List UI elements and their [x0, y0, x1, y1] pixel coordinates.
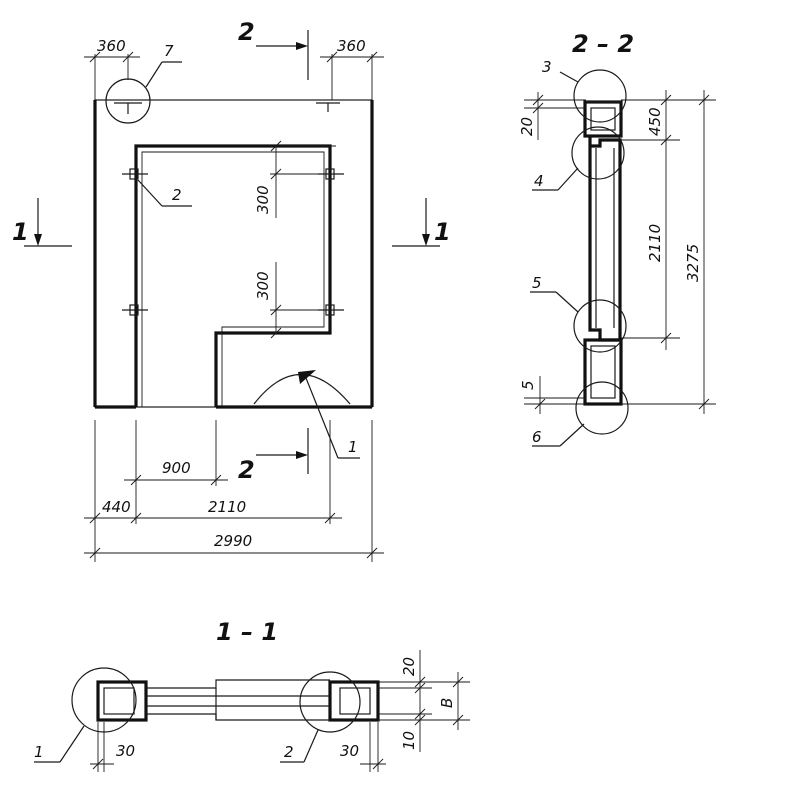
callout-label-6: 6 — [532, 428, 542, 446]
callout-circle-7 — [105, 78, 151, 124]
section-1-1-title: 1 – 1 — [216, 618, 278, 646]
dim-20-section22: 20 — [518, 117, 536, 136]
anchor-marks — [114, 102, 344, 316]
dim-440: 440 — [102, 498, 131, 516]
dim-10-section11: 10 — [400, 731, 418, 750]
section-2-2: 2 – 2 3 4 5 6 20 — [518, 30, 716, 447]
plan-view: 7 2 1 300 300 360 360 — [12, 18, 451, 562]
callout-circle-6 — [575, 381, 629, 435]
callout-label-2-section11: 2 — [284, 743, 294, 761]
callout-label-2: 2 — [172, 186, 182, 204]
opening-contour — [134, 144, 332, 407]
callout-label-1: 1 — [348, 438, 358, 456]
callout-circle-4 — [571, 126, 625, 180]
section-1-1: 1 – 1 1 2 30 30 — [34, 618, 470, 772]
dim-30-right: 30 — [340, 742, 359, 760]
dim-20-section11: 20 — [400, 657, 418, 676]
dim-30-left: 30 — [116, 742, 135, 760]
dim-300-upper: 300 — [254, 185, 272, 214]
section-mark-2-top: 2 — [238, 18, 255, 46]
dim-2990: 2990 — [214, 532, 252, 550]
dim-2110: 2110 — [208, 498, 246, 516]
callout-label-4: 4 — [534, 172, 544, 190]
section-mark-2-bottom: 2 — [238, 456, 255, 484]
callout-circle-2-section11 — [299, 671, 361, 733]
dim-300-lower: 300 — [254, 271, 272, 300]
section-2-2-title: 2 – 2 — [572, 30, 634, 58]
callout-label-5: 5 — [532, 274, 542, 292]
dim-3275: 3275 — [684, 244, 702, 282]
section22-bottom-frame — [583, 338, 623, 406]
callout-circle-5 — [573, 299, 627, 353]
callout-label-1-section11: 1 — [34, 743, 44, 761]
section11-left-frame — [96, 680, 148, 722]
section-mark-1-right: 1 — [434, 218, 451, 246]
dim-900: 900 — [162, 459, 191, 477]
dim-2110-section22: 2110 — [646, 224, 664, 262]
callout-label-3: 3 — [542, 58, 552, 76]
callout-label-7: 7 — [164, 42, 174, 60]
dim-360-right: 360 — [337, 37, 366, 55]
dim-450: 450 — [646, 107, 664, 136]
section-mark-1-left: 1 — [12, 218, 29, 246]
dim-360-left: 360 — [97, 37, 126, 55]
dim-5-section22: 5 — [519, 380, 537, 390]
callout-circle-3 — [573, 69, 627, 123]
dim-B: B — [438, 698, 456, 708]
opening-contour-inner — [141, 151, 325, 407]
